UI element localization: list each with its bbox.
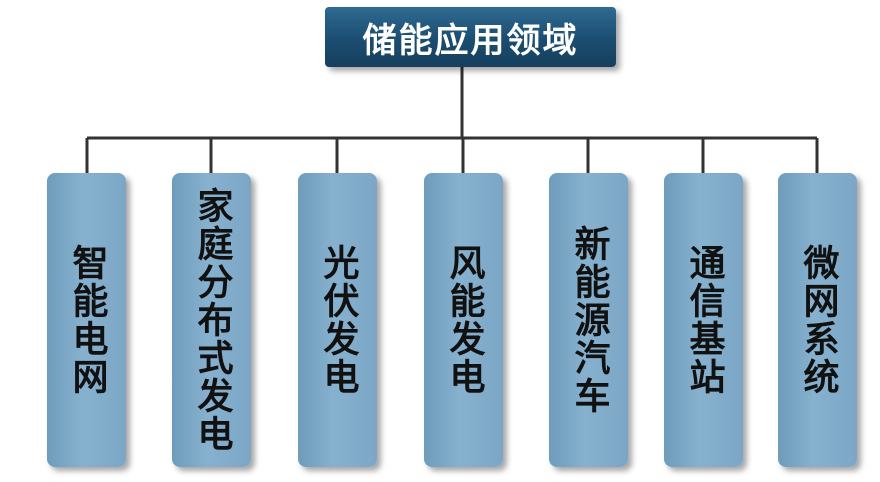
child-node-label: 通信基站	[683, 244, 725, 396]
child-node-wind-power: 风能发电	[424, 173, 503, 467]
child-node-solar-pv: 光伏发电	[298, 173, 377, 467]
child-node-new-energy-vehicles: 新能源汽车	[549, 173, 628, 467]
child-node-microgrid: 微网系统	[778, 173, 857, 467]
child-node-label: 家庭分布式发电	[191, 187, 233, 453]
child-node-label: 新能源汽车	[568, 225, 610, 415]
child-node-label: 风能发电	[443, 244, 485, 396]
root-node-label: 储能应用领域	[362, 20, 579, 61]
child-node-telecom-base-station: 通信基站	[664, 173, 743, 467]
root-node: 储能应用领域	[325, 7, 616, 67]
child-node-smart-grid: 智能电网	[47, 173, 126, 467]
child-node-home-distributed-generation: 家庭分布式发电	[172, 173, 251, 467]
child-node-label: 光伏发电	[317, 244, 359, 396]
child-node-label: 智能电网	[66, 244, 108, 396]
child-node-label: 微网系统	[797, 244, 839, 396]
